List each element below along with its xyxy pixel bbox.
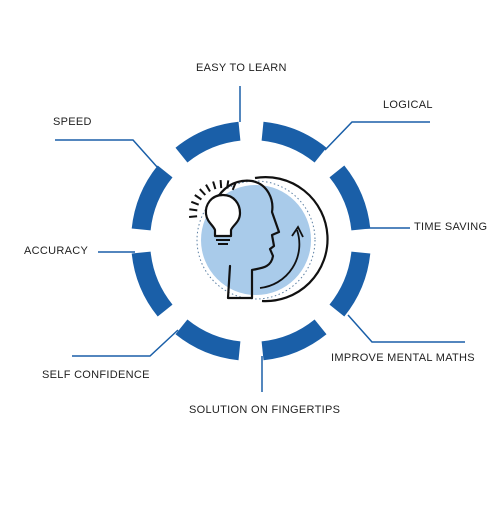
ring-segment-time-saving — [329, 165, 371, 231]
label-speed: SPEED — [53, 116, 92, 128]
connector-lines — [55, 86, 465, 392]
connector-self-confidence — [72, 329, 179, 357]
label-solution-on-fingertips: SOLUTION ON FINGERTIPS — [189, 404, 341, 416]
ring-segment-accuracy — [131, 251, 173, 317]
lightbulb-ray — [189, 215, 198, 218]
label-time-saving: TIME SAVING — [414, 221, 488, 233]
lightbulb-ray — [205, 184, 211, 193]
circular-arrow-arc — [254, 176, 329, 303]
ring-segment-logical — [261, 121, 327, 163]
ring-segment-improve-mental-maths — [329, 251, 371, 317]
lightbulb-ray — [226, 180, 230, 189]
lightbulb-icon — [204, 193, 242, 238]
label-accuracy: ACCURACY — [24, 245, 89, 257]
connector-logical — [324, 121, 430, 151]
small-inner-arc — [259, 229, 301, 289]
ring-segments — [131, 121, 371, 361]
label-improve-mental-maths: IMPROVE MENTAL MATHS — [331, 352, 475, 364]
ring-segment-solution — [261, 319, 327, 361]
connector-improve-mental-maths — [347, 314, 465, 343]
head-profile — [210, 179, 281, 300]
lightbulb-ray — [212, 181, 217, 190]
head-with-lightbulb-icon — [189, 176, 329, 303]
lightbulb-ray — [194, 194, 202, 201]
inner-dotted-circle — [196, 180, 316, 300]
lightbulb-ray — [199, 188, 207, 196]
label-easy-to-learn: EASY TO LEARN — [196, 62, 287, 74]
arrow-head — [291, 225, 304, 238]
lightbulb-rays — [189, 180, 237, 218]
connector-speed — [55, 139, 159, 169]
lightbulb-ray — [189, 208, 198, 212]
label-self-confidence: SELF CONFIDENCE — [42, 369, 150, 381]
ring-segment-speed — [131, 165, 173, 231]
ring-segment-self-confidence — [175, 319, 241, 361]
label-logical: LOGICAL — [383, 99, 433, 111]
lightbulb-ray — [190, 200, 200, 206]
lightbulb-ray — [231, 182, 237, 191]
ring-segment-easy-to-learn — [175, 121, 241, 163]
lightbulb-ray — [219, 180, 223, 189]
